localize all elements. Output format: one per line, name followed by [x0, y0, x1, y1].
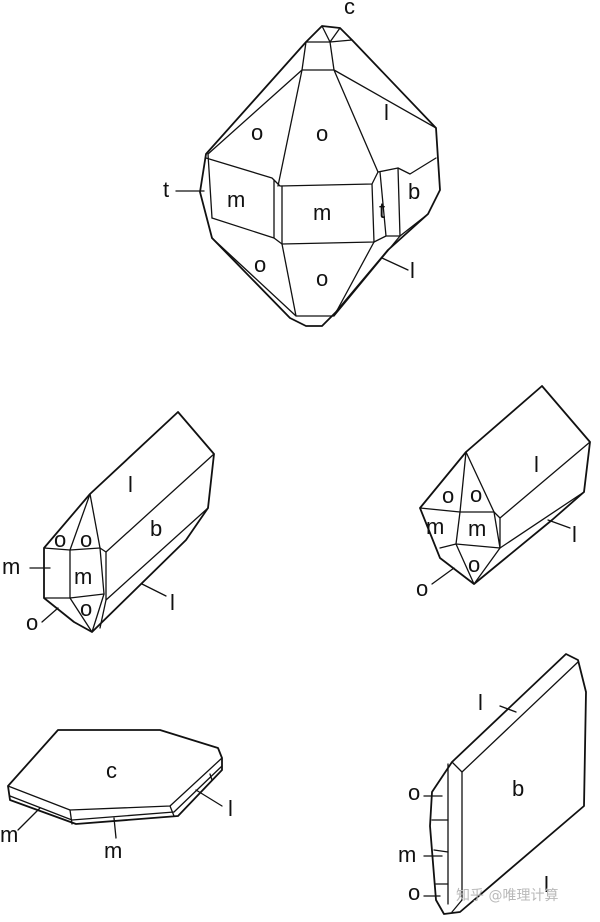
label-o: o: [408, 880, 420, 905]
label-o: o: [80, 596, 92, 621]
label-o: o: [26, 610, 38, 635]
label-o: o: [468, 552, 480, 577]
label-l: l: [572, 522, 577, 547]
label-b: b: [512, 776, 524, 801]
label-o: o: [254, 252, 266, 277]
label-o: o: [54, 527, 66, 552]
label-m: m: [398, 842, 416, 867]
label-o: o: [408, 780, 420, 805]
label-o: o: [251, 120, 263, 145]
label-l: l: [128, 472, 133, 497]
label-l: l: [170, 590, 175, 615]
label-m: m: [2, 554, 20, 579]
label-o: o: [316, 121, 328, 146]
crystal-tabular-b: l b o m o l: [398, 653, 587, 915]
label-m: m: [74, 564, 92, 589]
label-m: m: [426, 514, 444, 539]
label-o: o: [442, 483, 454, 508]
label-b: b: [150, 516, 162, 541]
label-l: l: [534, 452, 539, 477]
watermark-text: 知乎 @唯理计算: [456, 887, 558, 904]
crystal-tabular-c: c l m m: [0, 729, 233, 863]
label-m: m: [0, 822, 18, 847]
label-l: l: [478, 690, 483, 715]
label-l: l: [544, 872, 549, 897]
label-l: l: [410, 258, 415, 283]
label-o: o: [416, 576, 428, 601]
label-m: m: [313, 200, 331, 225]
label-b: b: [408, 179, 420, 204]
label-m: m: [468, 516, 486, 541]
crystal-prismatic-left: l b o o m m o o l: [2, 411, 215, 635]
label-t: t: [163, 177, 169, 202]
label-l: l: [384, 100, 389, 125]
crystal-bipyramid: c o o l t m m t b o o l: [163, 0, 441, 327]
label-o: o: [316, 266, 328, 291]
label-o: o: [80, 527, 92, 552]
label-m: m: [104, 838, 122, 863]
label-t: t: [379, 198, 385, 223]
label-l: l: [228, 796, 233, 821]
label-m: m: [227, 187, 245, 212]
label-c: c: [344, 0, 355, 19]
crystal-prismatic-right: l o o m m o o l: [416, 385, 591, 601]
label-o: o: [470, 482, 482, 507]
label-c: c: [106, 758, 117, 783]
